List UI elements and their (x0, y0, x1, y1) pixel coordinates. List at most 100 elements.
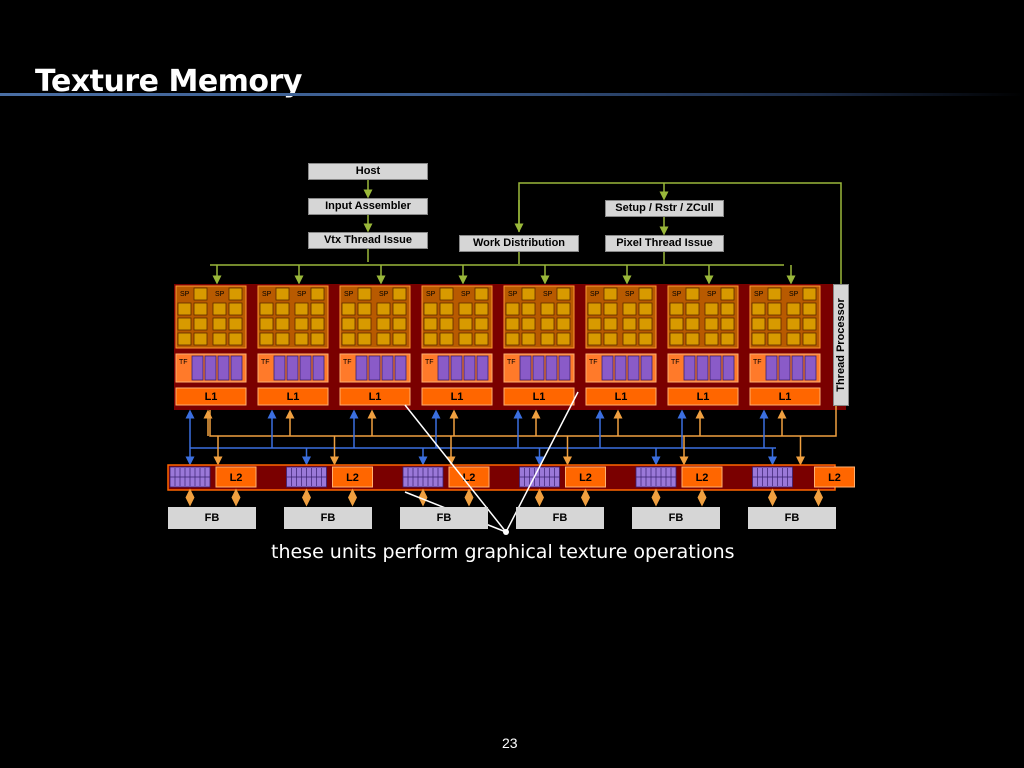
sp-cell (622, 302, 637, 316)
l2-label: L2 (579, 472, 592, 484)
title-underline (0, 93, 1024, 96)
sp-cell (603, 287, 618, 301)
sp-cell (474, 287, 489, 301)
sp-cell (310, 287, 325, 301)
l1-label: L1 (615, 391, 628, 403)
tf-unit (476, 355, 489, 381)
sp-cell (638, 317, 653, 331)
sp-cell (474, 332, 489, 346)
sp-cell (392, 317, 407, 331)
sp-cell (357, 317, 372, 331)
sp-cell (259, 332, 274, 346)
sp-cell (556, 287, 571, 301)
tf-label: TF (343, 359, 352, 366)
cluster-1-l1 (175, 387, 247, 406)
sp-cell (474, 302, 489, 316)
tf-unit (437, 355, 450, 381)
sp-cell (802, 287, 817, 301)
sp-cell (505, 317, 520, 331)
tf-unit (765, 355, 778, 381)
sp-cell (376, 332, 391, 346)
sp-cell (439, 302, 454, 316)
sp-label: SP (426, 291, 436, 298)
sp-cell (802, 332, 817, 346)
sp-cell (638, 332, 653, 346)
sp-cell (310, 332, 325, 346)
tf-unit (683, 355, 696, 381)
tf-unit (273, 355, 286, 381)
l2-row-bg (167, 464, 836, 491)
l1-label: L1 (287, 391, 300, 403)
tf-unit (627, 355, 640, 381)
sp-cell (259, 302, 274, 316)
tf-unit (191, 355, 204, 381)
sp-cell (751, 302, 766, 316)
sp-cell (767, 302, 782, 316)
tf-unit (614, 355, 627, 381)
sp-cell (294, 317, 309, 331)
sp-cell (357, 287, 372, 301)
sp-label: SP (789, 291, 799, 298)
sp-cell (587, 332, 602, 346)
sp-cell (767, 332, 782, 346)
callout-caption: these units perform graphical texture op… (271, 541, 735, 563)
pointer-line-l1 (404, 404, 507, 533)
tf-unit (722, 355, 735, 381)
sp-label: SP (215, 291, 225, 298)
sp-label: SP (180, 291, 190, 298)
tf-unit (778, 355, 791, 381)
tf-unit (709, 355, 722, 381)
sp-cell (556, 302, 571, 316)
sp-cell (802, 302, 817, 316)
sp-cell (228, 302, 243, 316)
cluster-4-l1 (421, 387, 493, 406)
partition-6: L2 (752, 466, 855, 488)
sp-cell (193, 302, 208, 316)
sp-cell (193, 287, 208, 301)
sp-cell (669, 332, 684, 346)
sp-cell (751, 332, 766, 346)
sp-cell (177, 332, 192, 346)
sp-cell (521, 317, 536, 331)
thread-processor-box: Thread Processor (833, 284, 849, 406)
l2-cache (814, 466, 855, 488)
sp-label: SP (672, 291, 682, 298)
sp-cell (423, 332, 438, 346)
sp-cell (704, 302, 719, 316)
tf-unit (558, 355, 571, 381)
memory-arrows (185, 406, 837, 466)
host-box: Host (308, 163, 428, 180)
l1-label: L1 (205, 391, 218, 403)
sp-cell (720, 302, 735, 316)
sp-cell (720, 332, 735, 346)
pixel-thread-issue-box: Pixel Thread Issue (605, 235, 724, 252)
sp-cell (786, 302, 801, 316)
tf-unit (640, 355, 653, 381)
sp-cell (704, 317, 719, 331)
sp-cell (376, 317, 391, 331)
sp-cell (685, 332, 700, 346)
l1-label: L1 (779, 391, 792, 403)
tf-label: TF (507, 359, 516, 366)
vtx-thread-issue-box: Vtx Thread Issue (308, 232, 428, 249)
fb-box-2: FB (284, 507, 372, 529)
tf-label: TF (753, 359, 762, 366)
tf-unit (545, 355, 558, 381)
sp-cell (685, 317, 700, 331)
sp-cell (751, 317, 766, 331)
fb-box-6: FB (748, 507, 836, 529)
fb-arrows (185, 488, 823, 507)
l2-label: L2 (696, 472, 709, 484)
sp-cell (786, 317, 801, 331)
sp-cell (505, 332, 520, 346)
sp-cell (720, 287, 735, 301)
sp-cell (556, 317, 571, 331)
sp-label: SP (754, 291, 764, 298)
sp-cell (392, 332, 407, 346)
control-arrows (210, 180, 842, 285)
tf-unit (230, 355, 243, 381)
cluster-6-l1 (585, 387, 657, 406)
l2-cache (332, 466, 373, 488)
